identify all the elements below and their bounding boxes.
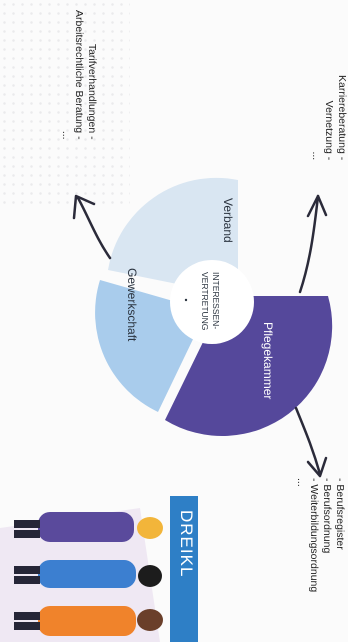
label-pflegekammer: Pflegekammer	[261, 322, 275, 399]
label-gewerkschaft: Gewerkschaft	[125, 268, 139, 342]
segment-gewerkschaft	[95, 280, 196, 412]
people-illustration	[0, 508, 163, 642]
center-label-line1: INTERESSEN-	[211, 272, 221, 329]
banner: DREIKL	[170, 496, 198, 642]
center-label-line2: VERTRETUNG	[200, 272, 210, 330]
segment-pflegekammer	[165, 296, 333, 437]
center-dot	[184, 298, 188, 302]
arrow-verband-head	[306, 194, 328, 218]
dot-pattern	[0, 0, 130, 210]
label-verband: Verband	[221, 198, 235, 243]
banner-text: DREIKL	[177, 510, 196, 578]
arrow-gewerkschaft	[76, 196, 112, 260]
person-3	[14, 606, 163, 636]
center-hole	[170, 260, 254, 344]
arrow-gewerkschaft-head	[72, 194, 96, 220]
arrow-pflegekammer	[294, 406, 322, 476]
person-2	[14, 560, 162, 588]
arrow-verband	[298, 194, 320, 294]
person-1	[14, 512, 163, 542]
arrow-pflegekammer-head	[306, 456, 328, 478]
